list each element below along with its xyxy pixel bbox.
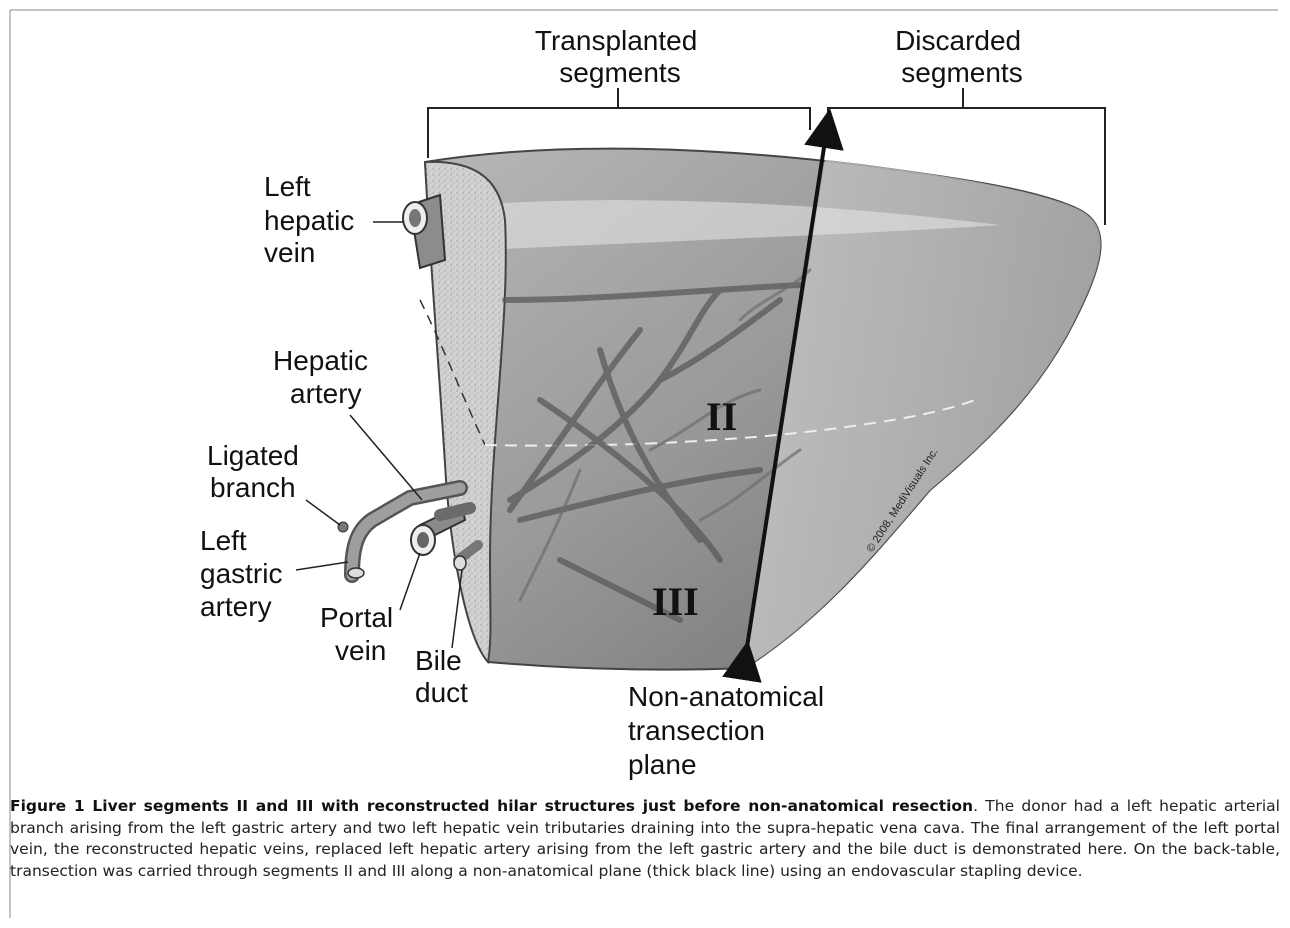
- liver: [420, 149, 1101, 670]
- label-hepatic-artery: Hepatic artery: [273, 345, 376, 409]
- label-left-hepatic-vein: Left hepatic vein: [264, 171, 362, 268]
- label-left-gastric-artery: Left gastric artery: [200, 525, 290, 622]
- segment-ii-label: II: [706, 394, 737, 439]
- label-bile-duct: Bile duct: [415, 645, 469, 708]
- figure-caption: Figure 1 Liver segments II and III with …: [10, 796, 1280, 882]
- left-hepatic-vein-stump: [403, 195, 445, 268]
- label-transection-plane: Non-anatomical transection plane: [628, 681, 832, 780]
- caption-title: Figure 1 Liver segments II and III with …: [10, 797, 973, 815]
- label-portal-vein: Portal vein: [320, 602, 401, 666]
- segment-iii-label: III: [652, 579, 699, 624]
- label-transplanted-segments: Transplanted segments: [535, 25, 705, 88]
- label-discarded-segments: Discarded segments: [895, 25, 1029, 88]
- label-ligated-branch: Ligated branch: [207, 440, 307, 503]
